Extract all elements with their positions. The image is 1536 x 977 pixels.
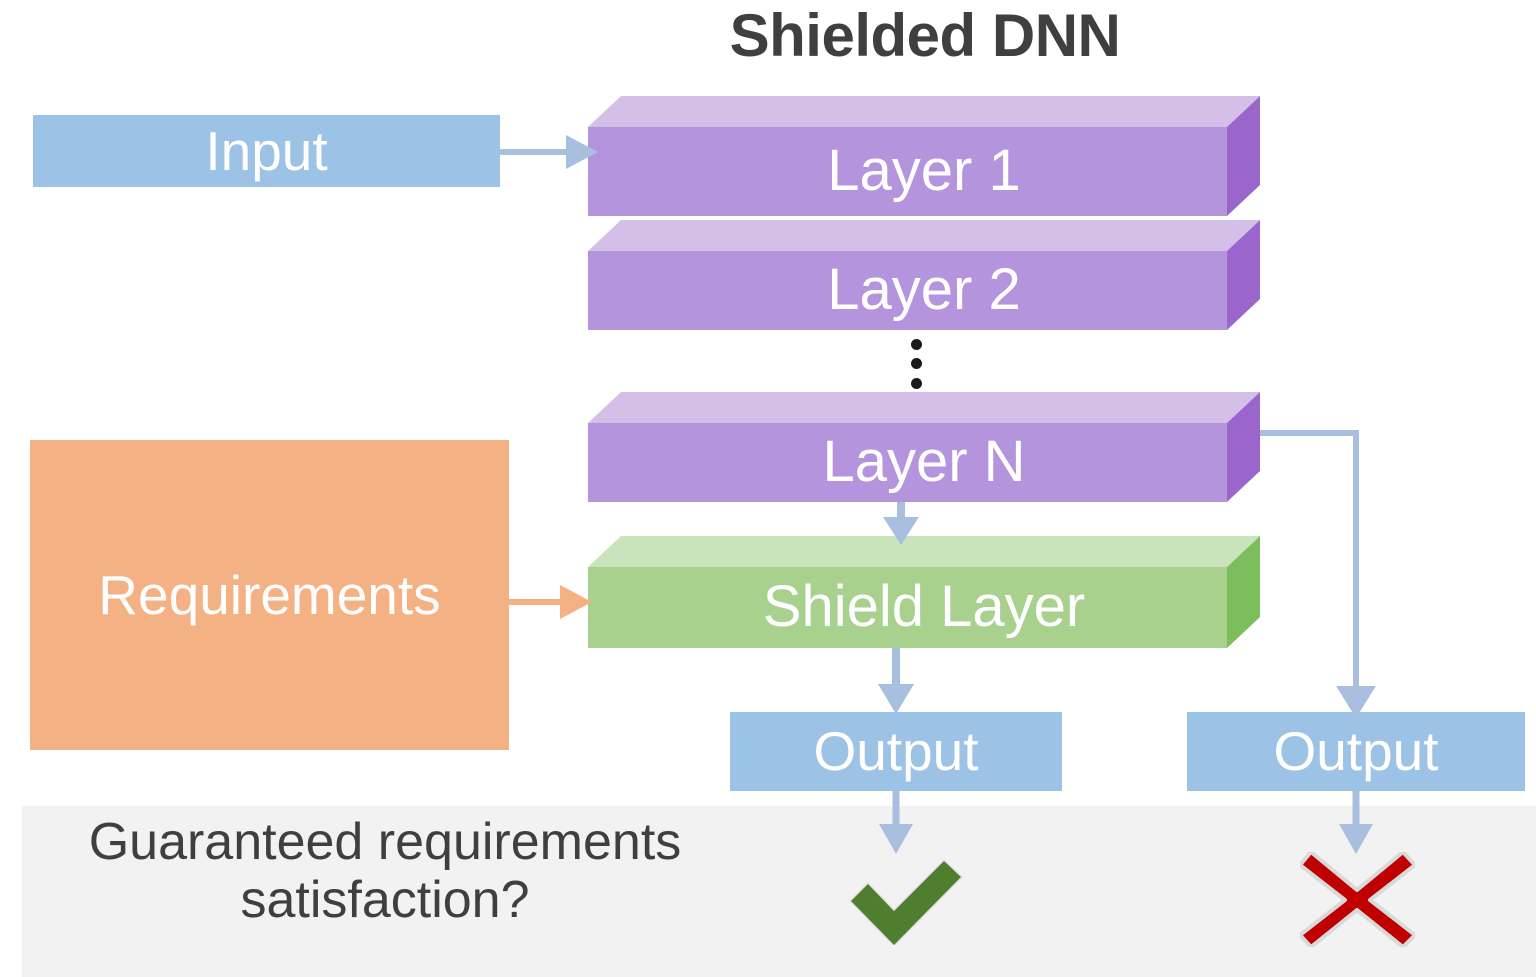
node-input-label: Input <box>205 119 328 182</box>
node-input[interactable]: Input <box>33 115 500 187</box>
node-layer-2[interactable]: Layer 2 <box>588 220 1260 330</box>
node-layer-n[interactable]: Layer N <box>588 392 1260 502</box>
layer-n-prism-shape <box>588 392 1260 502</box>
edge-requirements-to-shield <box>509 585 592 619</box>
ellipsis-dot <box>911 339 922 350</box>
layer-1-prism-shape <box>588 96 1260 216</box>
edge-shield-to-output-left <box>878 648 914 714</box>
node-shield-layer[interactable]: Shield Layer <box>588 536 1260 648</box>
edge-input-to-layer1 <box>500 135 598 169</box>
page-title: Shielded DNN <box>729 2 1121 69</box>
node-output-right-label: Output <box>1273 720 1439 782</box>
node-output-left-label: Output <box>813 720 979 782</box>
node-output-right[interactable]: Output <box>1187 712 1525 791</box>
node-requirements[interactable]: Requirements <box>30 440 509 750</box>
footer-question-line-2: satisfaction? <box>240 871 530 930</box>
footer-band <box>22 806 1536 977</box>
vertical-ellipsis-icon <box>905 337 929 397</box>
check-mark-icon <box>846 855 966 948</box>
layer-2-prism-shape <box>588 220 1260 330</box>
footer-question: Guaranteed requirements satisfaction? <box>0 813 770 929</box>
ellipsis-dot <box>911 378 922 389</box>
shield-layer-prism-shape <box>588 536 1260 648</box>
edge-layern-to-output-right <box>1260 430 1376 718</box>
node-output-left[interactable]: Output <box>730 712 1062 791</box>
ellipsis-dot <box>911 358 922 369</box>
cross-mark-icon <box>1298 850 1417 949</box>
node-requirements-label: Requirements <box>98 563 441 626</box>
node-layer-1[interactable]: Layer 1 <box>588 96 1260 216</box>
footer-question-line-1: Guaranteed requirements <box>88 813 682 871</box>
